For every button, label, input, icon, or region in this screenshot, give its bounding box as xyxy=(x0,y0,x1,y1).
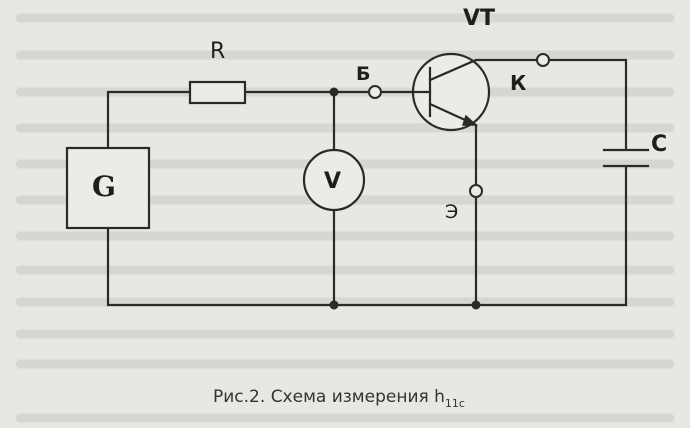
caption-prefix: Рис.2. xyxy=(213,387,266,407)
junction-node-base xyxy=(329,87,339,97)
wires xyxy=(106,58,628,307)
capacitor-label: С xyxy=(651,132,667,157)
voltmeter-label: V xyxy=(324,169,341,194)
wire-generator-to-resistor xyxy=(106,90,192,150)
junction-node-emitter-ground xyxy=(471,300,481,310)
collector-label: К xyxy=(510,71,527,95)
voltmeter-symbol xyxy=(302,148,366,212)
wire-collector-to-capacitor xyxy=(547,58,628,150)
wire-generator-to-ground xyxy=(106,166,628,307)
resistor-label: R xyxy=(210,39,225,64)
transistor-symbol xyxy=(379,52,539,187)
figure-caption: Рис.2. Схема измерения h11с xyxy=(213,387,465,410)
emitter-label: Э xyxy=(445,201,458,223)
base-terminal xyxy=(368,85,382,99)
generator-label: G xyxy=(92,170,116,203)
emitter-arrow-icon xyxy=(461,114,478,126)
capacitor-symbol xyxy=(602,148,650,168)
generator-symbol xyxy=(65,146,151,230)
base-label: Б xyxy=(356,63,370,85)
collector-terminal xyxy=(536,53,550,67)
caption-text: Схема измерения h xyxy=(270,387,445,407)
junction-node-voltmeter-ground xyxy=(329,300,339,310)
resistor-symbol xyxy=(188,80,247,105)
emitter-terminal xyxy=(469,184,483,198)
caption-subscript: 11с xyxy=(444,397,465,410)
transistor-collector-lead xyxy=(428,58,539,82)
transistor-label: VT xyxy=(463,6,495,31)
